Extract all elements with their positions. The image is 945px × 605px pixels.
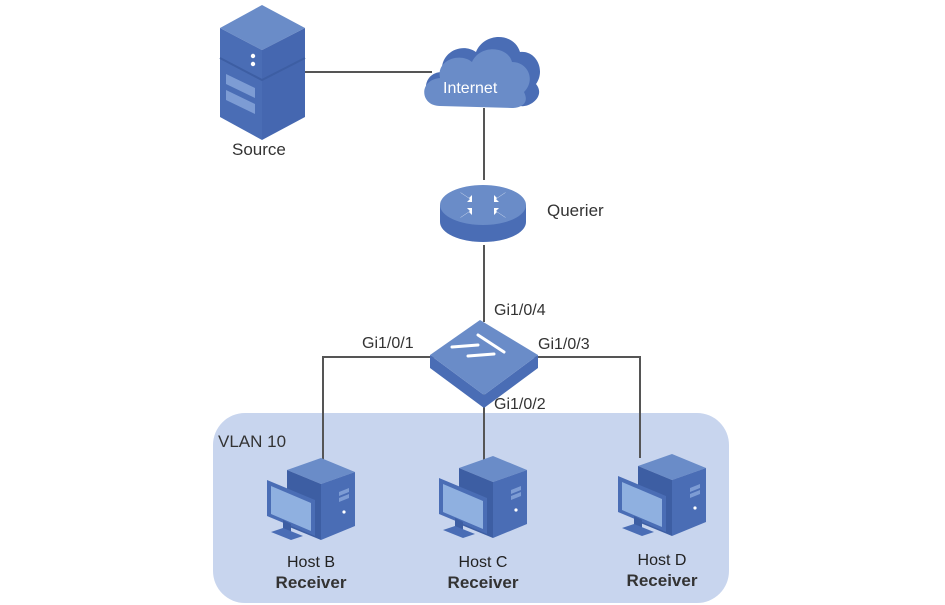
querier-label: Querier: [547, 201, 604, 220]
switch-icon: [430, 320, 538, 408]
router-icon: [440, 185, 526, 242]
host-role: Receiver: [447, 573, 519, 592]
pc-icon: [267, 458, 355, 540]
port-label-gi1-0-3: Gi1/0/3: [538, 336, 590, 353]
host-role: Receiver: [275, 573, 347, 592]
port-label-gi1-0-2: Gi1/0/2: [494, 396, 546, 413]
host-role: Receiver: [626, 571, 698, 590]
host-name: Host B: [286, 554, 335, 571]
vlan-label: VLAN 10: [218, 432, 287, 451]
host-name: Host C: [458, 554, 508, 571]
host-name: Host D: [637, 552, 687, 569]
source-label: Source: [232, 140, 286, 159]
port-label-gi1-0-4: Gi1/0/4: [494, 302, 546, 319]
host-c: Host C Receiver: [428, 553, 538, 593]
server-icon: [219, 5, 306, 140]
cloud-icon: [424, 37, 541, 108]
internet-label: Internet: [443, 80, 498, 97]
link-switch-hostb: [322, 356, 440, 462]
host-d: Host D Receiver: [607, 551, 717, 591]
pc-icon: [439, 456, 527, 538]
link-switch-hostd: [530, 356, 641, 458]
host-b: Host B Receiver: [256, 553, 366, 593]
port-label-gi1-0-1: Gi1/0/1: [362, 335, 414, 352]
pc-icon: [618, 454, 706, 536]
